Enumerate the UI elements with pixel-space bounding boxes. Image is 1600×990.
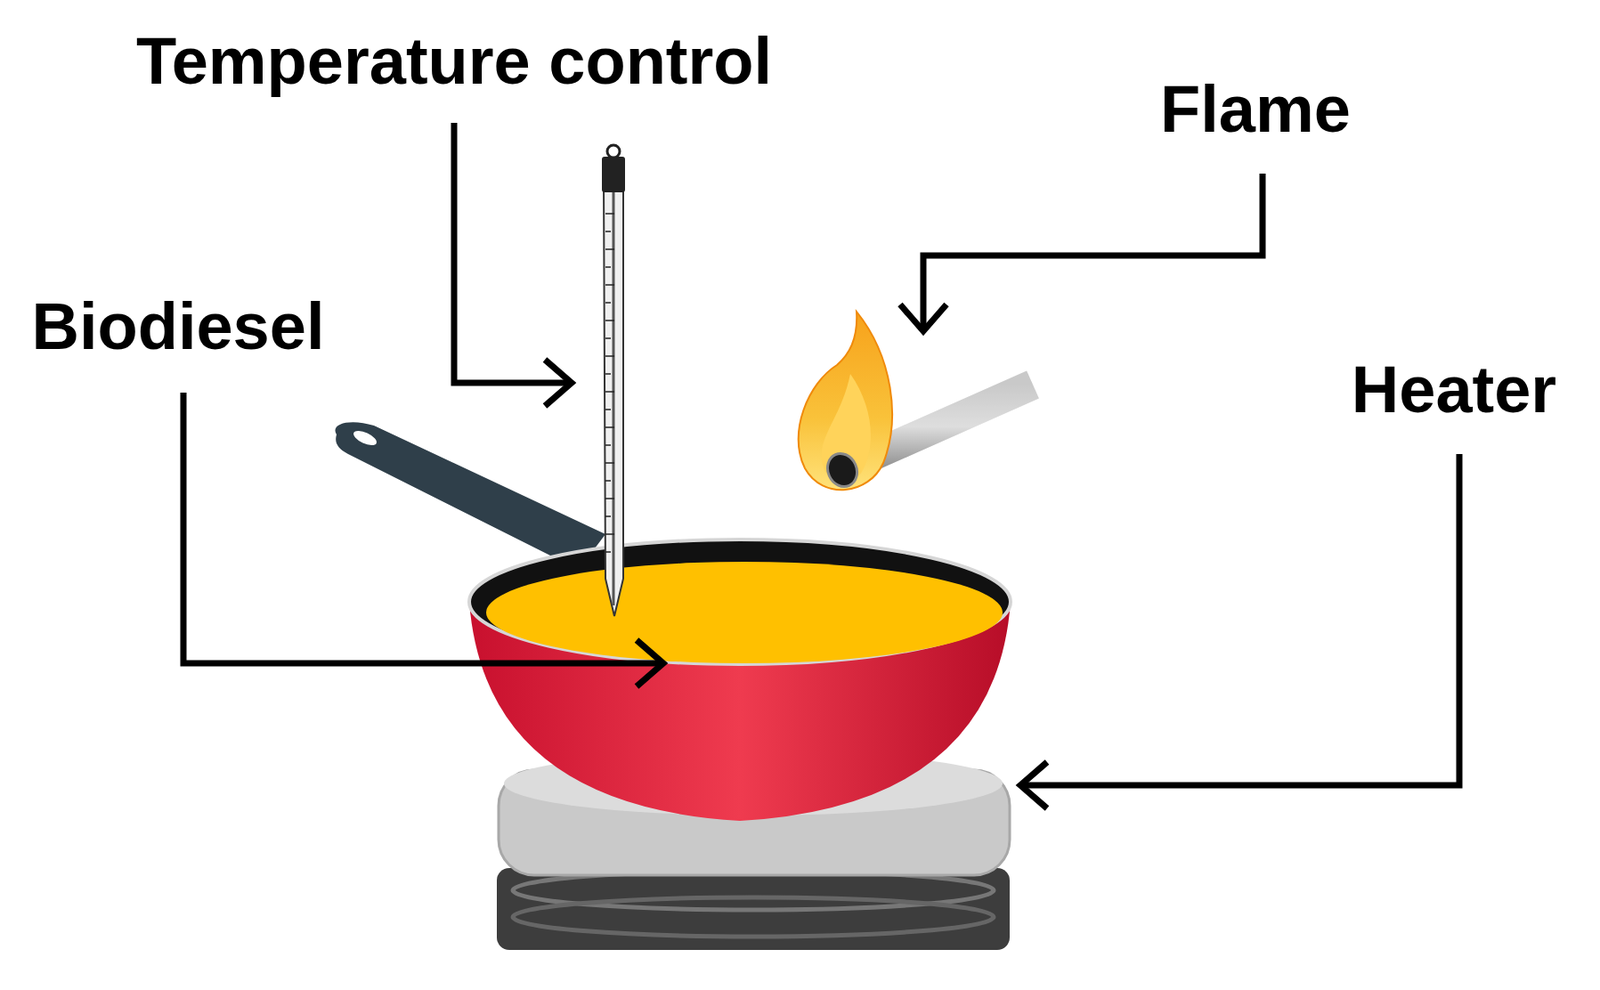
frying-pan (469, 539, 1011, 821)
thermometer (601, 145, 626, 617)
part-label: Flame (1160, 76, 1351, 143)
leader-lines (183, 122, 1460, 809)
flame-lighter (798, 311, 1033, 492)
part-label: Biodiesel (32, 293, 325, 360)
biodiesel-fill (486, 561, 1003, 664)
part-label: Temperature control (136, 28, 772, 95)
part-label: Heater (1351, 357, 1557, 423)
pan-handle (334, 422, 606, 570)
